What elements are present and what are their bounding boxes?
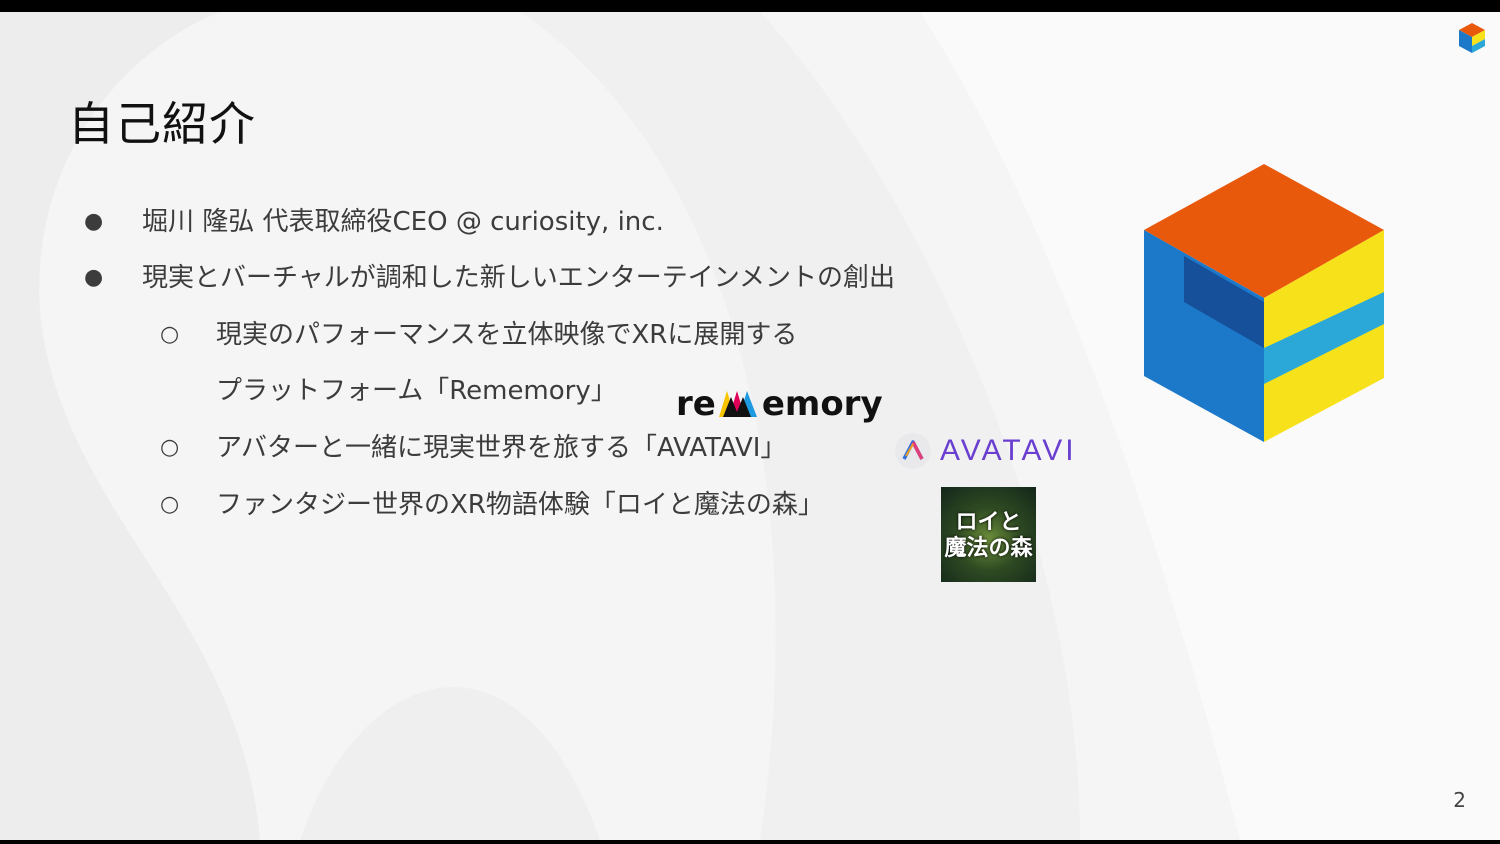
roi-game-artwork: ロイと 魔法の森 <box>941 487 1036 582</box>
bullet-marker: ● <box>84 209 104 234</box>
roi-artwork-title-2: 魔法の森 <box>944 534 1033 561</box>
slide: 自己紹介 ● 堀川 隆弘 代表取締役CEO @ curiosity, inc. … <box>0 12 1500 840</box>
sub-bullet-rememory-line1: 現実のパフォーマンスを立体映像でXRに展開する <box>216 320 798 350</box>
avatavi-emblem-icon <box>895 433 931 469</box>
rememory-logo-suffix: emory <box>761 384 883 424</box>
sub-bullet-avatavi: アバターと一緒に現実世界を旅する「AVATAVI」 <box>216 433 787 463</box>
sub-bullet-marker: ○ <box>160 492 180 517</box>
avatavi-logo: AVATAVI <box>894 432 1077 470</box>
sub-bullet-rememory-line2: プラットフォーム「Rememory」 <box>216 376 617 406</box>
bullet-mission: 現実とバーチャルが調和した新しいエンターテインメントの創出 <box>142 263 895 293</box>
roi-artwork-title-1: ロイと <box>955 508 1022 535</box>
page-number: 2 <box>1453 788 1466 812</box>
sub-bullet-marker: ○ <box>160 322 180 347</box>
avatavi-wordmark: AVATAVI <box>940 434 1077 467</box>
slide-title: 自己紹介 <box>68 97 256 151</box>
bullet-profile: 堀川 隆弘 代表取締役CEO @ curiosity, inc. <box>142 207 664 237</box>
sub-bullet-marker: ○ <box>160 435 180 460</box>
curiosity-corner-logo-icon <box>1459 23 1485 53</box>
curiosity-logo-icon <box>1144 164 1384 442</box>
sub-bullet-roi: ファンタジー世界のXR物語体験「ロイと魔法の森」 <box>216 490 824 520</box>
rememory-logo-prefix: re <box>676 384 716 424</box>
bullet-marker: ● <box>84 265 104 290</box>
rememory-logo: re emory <box>676 382 883 426</box>
rememory-m-icon <box>718 391 757 417</box>
